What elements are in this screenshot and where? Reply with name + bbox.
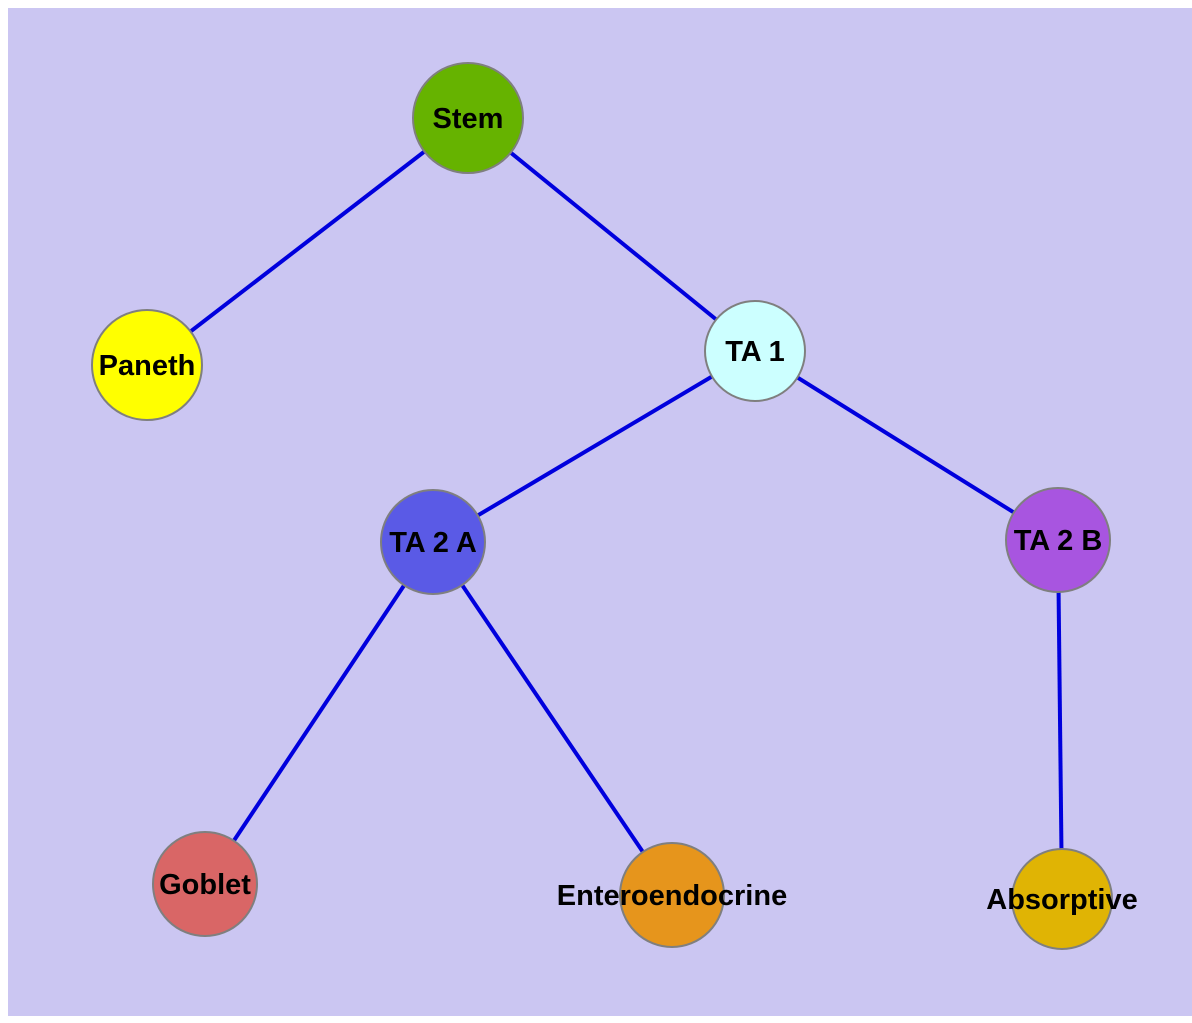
node-absorptive-label: Absorptive bbox=[986, 884, 1137, 916]
node-ta2b-circle bbox=[1005, 487, 1111, 593]
node-ta2b: TA 2 B bbox=[1005, 487, 1111, 593]
edge-layer bbox=[145, 116, 1064, 900]
edge-stem-paneth bbox=[145, 116, 470, 367]
node-paneth-circle bbox=[91, 309, 203, 421]
edge-ta2a-goblet bbox=[203, 540, 435, 886]
node-ta1-label: TA 1 bbox=[725, 336, 785, 368]
node-enteroendocrine-circle bbox=[619, 842, 725, 948]
node-enteroendocrine: Enteroendocrine bbox=[557, 842, 787, 948]
edge-stem-ta1 bbox=[466, 116, 757, 353]
node-ta1-circle bbox=[704, 300, 806, 402]
node-stem-label: Stem bbox=[433, 103, 504, 135]
edge-ta1-ta2a bbox=[431, 349, 757, 544]
node-ta1: TA 1 bbox=[704, 300, 806, 402]
node-goblet: Goblet bbox=[152, 831, 258, 937]
node-absorptive: Absorptive bbox=[986, 848, 1138, 950]
node-enteroendocrine-label: Enteroendocrine bbox=[557, 880, 787, 912]
node-goblet-circle bbox=[152, 831, 258, 937]
node-ta2a-circle bbox=[380, 489, 486, 595]
node-paneth-label: Paneth bbox=[99, 350, 196, 382]
node-goblet-label: Goblet bbox=[159, 869, 251, 901]
node-ta2a: TA 2 A bbox=[380, 489, 486, 595]
node-absorptive-circle bbox=[1011, 848, 1113, 950]
node-paneth: Paneth bbox=[91, 309, 203, 421]
node-ta2b-label: TA 2 B bbox=[1014, 525, 1103, 557]
node-stem: Stem bbox=[412, 62, 524, 174]
edge-ta2a-enteroendocrine bbox=[431, 540, 674, 897]
edge-ta2b-absorptive bbox=[1056, 539, 1064, 900]
node-layer: Stem Paneth TA 1 TA 2 A TA 2 B Goblet bbox=[91, 62, 1138, 950]
node-ta2a-label: TA 2 A bbox=[389, 527, 477, 559]
node-stem-circle bbox=[412, 62, 524, 174]
edge-ta1-ta2b bbox=[753, 349, 1060, 542]
